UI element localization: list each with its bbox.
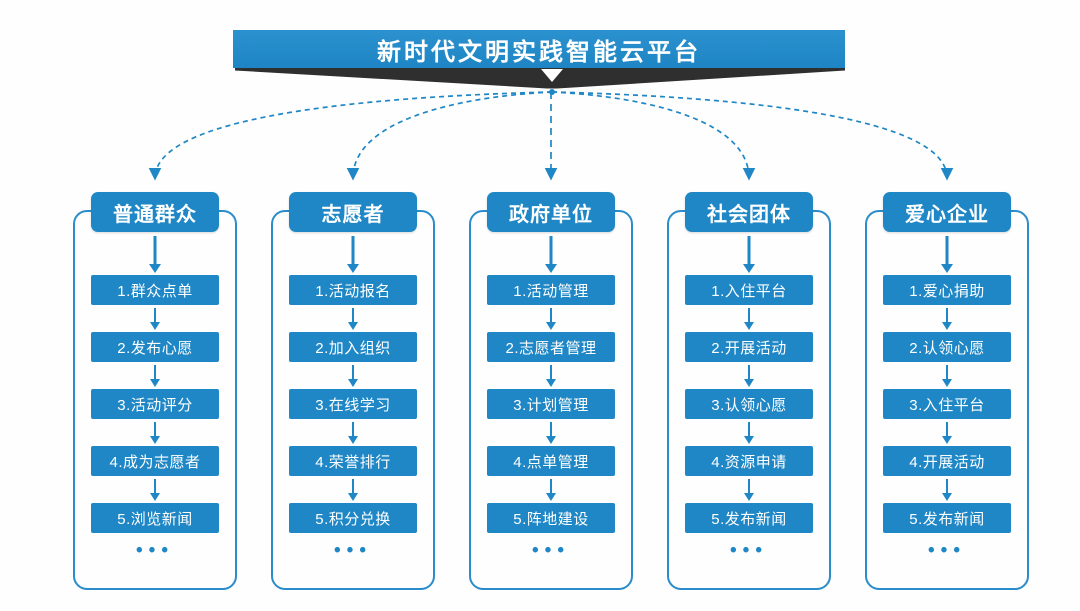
step-box: 5.浏览新闻 — [91, 503, 219, 533]
step-label: 4.开展活动 — [909, 453, 985, 471]
step-label: 5.阵地建设 — [513, 510, 589, 528]
step-label: 3.认领心愿 — [711, 396, 787, 414]
role-label: 社会团体 — [707, 203, 791, 226]
role-header-volunteer: 志愿者 — [289, 192, 417, 232]
fan-arrow-2 — [346, 91, 553, 181]
step-label: 3.活动评分 — [117, 396, 193, 414]
step-label: 1.群众点单 — [117, 282, 193, 300]
step-label: 2.开展活动 — [711, 339, 787, 357]
step-label: 4.荣誉排行 — [315, 453, 391, 471]
step-label: 1.活动报名 — [315, 282, 391, 300]
banner-ribbon-shape — [235, 67, 845, 89]
step-box: 1.群众点单 — [91, 275, 219, 305]
step-box: 1.爱心捐助 — [883, 275, 1011, 305]
column-volunteer: 志愿者 1.活动报名 2.加入组织 3.在线学习 4.荣誉排行 5.积分兑换 •… — [271, 192, 435, 592]
role-label: 爱心企业 — [905, 203, 989, 226]
step-label: 5.浏览新闻 — [117, 510, 193, 528]
step-label: 1.活动管理 — [513, 282, 589, 300]
step-label: 2.志愿者管理 — [505, 339, 597, 357]
role-header-enterprise: 爱心企业 — [883, 192, 1011, 232]
role-header-social-group: 社会团体 — [685, 192, 813, 232]
step-label: 2.认领心愿 — [909, 339, 985, 357]
step-label: 5.积分兑换 — [315, 510, 391, 528]
step-label: 2.加入组织 — [315, 339, 391, 357]
step-box: 3.计划管理 — [487, 389, 615, 419]
ellipsis-more: ••• — [928, 540, 966, 561]
fan-arrow-4 — [551, 91, 756, 181]
step-box: 2.发布心愿 — [91, 332, 219, 362]
column-enterprise: 爱心企业 1.爱心捐助 2.认领心愿 3.入住平台 4.开展活动 5.发布新闻 … — [865, 192, 1029, 592]
step-label: 4.资源申请 — [711, 453, 787, 471]
step-label: 2.发布心愿 — [117, 339, 193, 357]
banner-pointer-icon — [541, 69, 563, 82]
step-box: 3.入住平台 — [883, 389, 1011, 419]
role-header-government: 政府单位 — [487, 192, 615, 232]
step-box: 4.开展活动 — [883, 446, 1011, 476]
ellipsis-more: ••• — [730, 540, 768, 561]
step-box: 2.加入组织 — [289, 332, 417, 362]
step-label: 3.计划管理 — [513, 396, 589, 414]
role-label: 普通群众 — [113, 203, 197, 226]
ellipsis-more: ••• — [532, 540, 570, 561]
step-label: 1.入住平台 — [711, 282, 787, 300]
step-box: 3.活动评分 — [91, 389, 219, 419]
step-box: 2.开展活动 — [685, 332, 813, 362]
step-label: 4.点单管理 — [513, 453, 589, 471]
role-header-general-public: 普通群众 — [91, 192, 219, 232]
step-box: 1.活动管理 — [487, 275, 615, 305]
role-label: 政府单位 — [509, 203, 593, 226]
step-box: 4.资源申请 — [685, 446, 813, 476]
step-label: 4.成为志愿者 — [109, 453, 201, 471]
step-box: 5.积分兑换 — [289, 503, 417, 533]
step-box: 5.发布新闻 — [883, 503, 1011, 533]
role-label: 志愿者 — [321, 203, 385, 226]
step-label: 3.入住平台 — [909, 396, 985, 414]
step-label: 3.在线学习 — [315, 396, 391, 414]
step-box: 1.入住平台 — [685, 275, 813, 305]
step-box: 5.阵地建设 — [487, 503, 615, 533]
step-box: 4.成为志愿者 — [91, 446, 219, 476]
fan-arrow-5 — [551, 91, 954, 181]
step-box: 4.点单管理 — [487, 446, 615, 476]
step-label: 1.爱心捐助 — [909, 282, 985, 300]
step-box: 2.志愿者管理 — [487, 332, 615, 362]
step-box: 4.荣誉排行 — [289, 446, 417, 476]
step-box: 3.认领心愿 — [685, 389, 813, 419]
step-label: 5.发布新闻 — [909, 510, 985, 528]
ellipsis-more: ••• — [136, 540, 174, 561]
column-social-group: 社会团体 1.入住平台 2.开展活动 3.认领心愿 4.资源申请 5.发布新闻 … — [667, 192, 831, 592]
step-box: 1.活动报名 — [289, 275, 417, 305]
step-label: 5.发布新闻 — [711, 510, 787, 528]
step-box: 2.认领心愿 — [883, 332, 1011, 362]
ellipsis-more: ••• — [334, 540, 372, 561]
step-box: 5.发布新闻 — [685, 503, 813, 533]
fan-arrow-1 — [148, 91, 553, 181]
step-box: 3.在线学习 — [289, 389, 417, 419]
platform-title: 新时代文明实践智能云平台 — [377, 38, 701, 66]
column-general-public: 普通群众 1.群众点单 2.发布心愿 3.活动评分 4.成为志愿者 5.浏览新闻… — [73, 192, 237, 592]
column-government: 政府单位 1.活动管理 2.志愿者管理 3.计划管理 4.点单管理 5.阵地建设… — [469, 192, 633, 592]
platform-title-banner: 新时代文明实践智能云平台 — [233, 30, 845, 68]
